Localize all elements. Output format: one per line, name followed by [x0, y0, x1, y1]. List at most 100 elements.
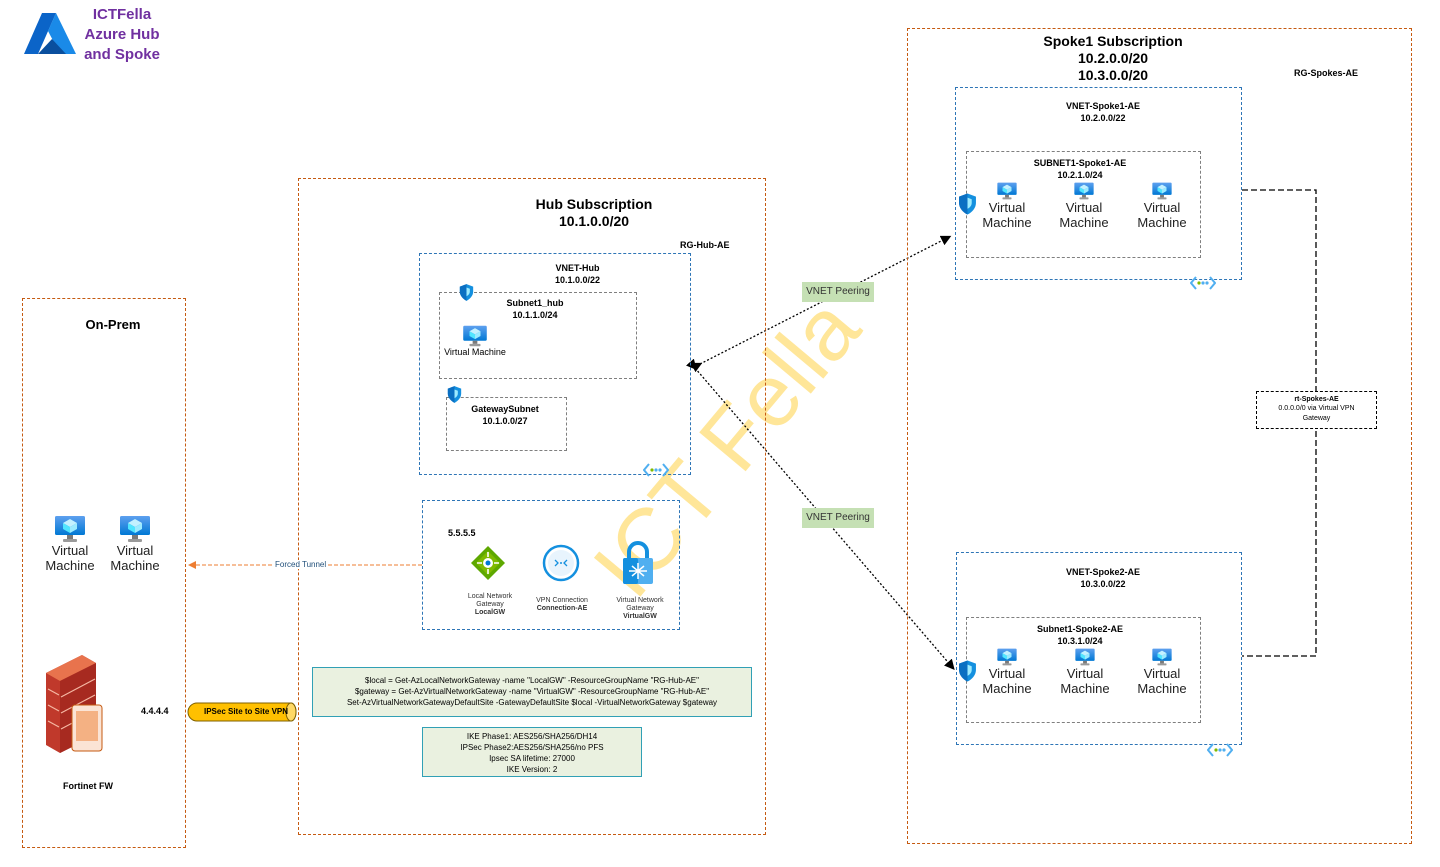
vm-label-line2: Machine [1059, 215, 1109, 230]
logo-title: ICTFella Azure Hub and Spoke [80, 5, 164, 65]
subnet1-hub-label: Subnet1_hub 10.1.1.0/24 [480, 297, 590, 321]
vm-icon [118, 515, 152, 543]
spoke2-vm-3[interactable]: Virtual Machine [1132, 648, 1192, 696]
vm-label: Virtual Machine [110, 543, 160, 573]
spoke-title: Spoke1 Subscription 10.2.0.0/20 10.3.0.0… [1020, 33, 1206, 84]
vpn-conn-line1: VPN Connection [536, 597, 588, 604]
spoke2-vm-1[interactable]: Virtual Machine [977, 648, 1037, 696]
vnet-spoke2-name: VNET-Spoke2-AE [1065, 567, 1141, 577]
spoke1-vm-1[interactable]: Virtual Machine [977, 182, 1037, 230]
local-gw-line2: Gateway [476, 601, 504, 608]
local-network-gateway-icon[interactable] [470, 545, 506, 581]
ike-line-3: Ipsec SA lifetime: 27000 [489, 754, 575, 763]
vnet-spoke1-box [955, 87, 1242, 280]
gateway-subnet-cidr: 10.1.0.0/27 [482, 416, 528, 426]
gateway-subnet-label: GatewaySubnet 10.1.0.0/27 [450, 403, 560, 427]
onprem-vm-1[interactable]: Virtual Machine [40, 515, 100, 573]
vm-label-line2: Machine [1137, 215, 1187, 230]
onprem-vm-2[interactable]: Virtual Machine [105, 515, 165, 573]
vnet-hub-box [419, 253, 691, 475]
subnet1-hub-name: Subnet1_hub [506, 298, 564, 308]
route-table-box: rt-Spokes-AE 0.0.0.0/0 via Virtual VPN G… [1256, 391, 1377, 429]
vm-label-line1: Virtual [1143, 666, 1181, 681]
logo-line-3: and Spoke [84, 46, 160, 63]
vnet-spoke2-box [956, 552, 1242, 745]
ipsec-label: IPSec Site to Site VPN [203, 707, 289, 716]
shield-icon [958, 660, 977, 682]
vm-label-line1: Virtual [1066, 666, 1104, 681]
vm-label-line2: Machine [1137, 681, 1187, 696]
peering-label-spoke2: VNET Peering [802, 508, 874, 528]
vm-label-line2: Machine [982, 215, 1032, 230]
onprem-box [22, 298, 186, 848]
spoke1-vm-3[interactable]: Virtual Machine [1132, 182, 1192, 230]
spoke-subscription-box [907, 28, 1412, 844]
shield-icon [447, 386, 462, 403]
firewall-icon[interactable] [42, 655, 106, 755]
subnet-spoke2-label: Subnet1-Spoke2-AE 10.3.1.0/24 [1020, 623, 1140, 647]
logo-line-1: ICTFella [92, 6, 152, 23]
vnet-gw-line2: Gateway [626, 605, 654, 612]
shield-icon [459, 284, 474, 301]
vm-label-line1: Virtual [988, 200, 1026, 215]
spoke2-vm-2[interactable]: Virtual Machine [1055, 648, 1115, 696]
vm-label-line1: Virtual [1143, 200, 1181, 215]
vm-icon [460, 325, 490, 347]
vm-label-line1: Virtual [1065, 200, 1103, 215]
ps-line-3: Set-AzVirtualNetworkGatewayDefaultSite -… [346, 698, 718, 707]
vpn-connection-label: VPN Connection Connection-AE [527, 597, 597, 613]
gateway-ip: 5.5.5.5 [448, 528, 476, 538]
local-network-gateway-label: Local Network Gateway LocalGW [455, 593, 525, 617]
hub-title-text: Hub Subscription [535, 196, 653, 212]
onprem-title: On-Prem [85, 317, 141, 332]
ps-line-1: $local = Get-AzLocalNetworkGateway -name… [365, 676, 699, 685]
spoke-cidr-2: 10.3.0.0/20 [1077, 67, 1149, 83]
gateway-subnet-box [446, 397, 567, 451]
vnet-icon [643, 463, 669, 477]
gateway-subnet-name: GatewaySubnet [471, 404, 539, 414]
hub-subscription-box [298, 178, 766, 835]
vnet-hub-cidr: 10.1.0.0/22 [554, 275, 601, 285]
vm-label-line2: Machine [1060, 681, 1110, 696]
vpn-conn-name: Connection-AE [536, 605, 588, 612]
ike-line-4: IKE Version: 2 [506, 765, 558, 774]
vm-icon [1069, 182, 1099, 200]
spoke-title-text: Spoke1 Subscription [1043, 33, 1183, 49]
route-title: rt-Spokes-AE [1294, 396, 1339, 403]
firewall-label: Fortinet FW [63, 781, 113, 791]
vnet-gw-line1: Virtual Network [616, 597, 664, 604]
vnet-gateway-label: Virtual Network Gateway VirtualGW [605, 597, 675, 621]
forced-tunnel-label: Forced Tunnel [273, 560, 329, 569]
subnet-spoke1-cidr: 10.2.1.0/24 [1057, 170, 1103, 180]
vm-icon [53, 515, 87, 543]
spoke1-vm-2[interactable]: Virtual Machine [1054, 182, 1114, 230]
subnet1-hub-cidr: 10.1.1.0/24 [512, 310, 558, 320]
vpn-connection-icon[interactable] [542, 544, 580, 582]
route-line-2: Gateway [1302, 415, 1331, 422]
local-gw-line1: Local Network [467, 593, 513, 600]
vnet-icon [1190, 276, 1216, 290]
vnet-spoke1-label: VNET-Spoke1-AE 10.2.0.0/22 [1043, 100, 1163, 124]
vnet-spoke1-name: VNET-Spoke1-AE [1065, 101, 1141, 111]
subnet-spoke2-cidr: 10.3.1.0/24 [1057, 636, 1103, 646]
hub-vm-label: Virtual Machine [444, 347, 506, 357]
vnet-hub-label: VNET-Hub 10.1.0.0/22 [520, 262, 635, 286]
vm-icon [1070, 648, 1100, 666]
vm-label: Virtual Machine [45, 543, 95, 573]
hub-cidr: 10.1.0.0/20 [558, 213, 630, 229]
vm-label-line2: Machine [982, 681, 1032, 696]
spoke-cidr-1: 10.2.0.0/20 [1077, 50, 1149, 66]
hub-title: Hub Subscription 10.1.0.0/20 [494, 196, 694, 230]
vnet-icon [1207, 743, 1233, 757]
vm-icon [992, 648, 1022, 666]
ike-line-1: IKE Phase1: AES256/SHA256/DH14 [466, 732, 598, 741]
vm-icon [1147, 648, 1177, 666]
lock-icon[interactable] [621, 541, 655, 585]
hub-vm[interactable]: Virtual Machine [440, 325, 510, 357]
ike-note: IKE Phase1: AES256/SHA256/DH14 IPSec Pha… [422, 727, 642, 777]
subnet1-hub-box [439, 292, 637, 379]
spoke-rg: RG-Spokes-AE [1294, 68, 1359, 78]
subnet-spoke1-name: SUBNET1-Spoke1-AE [1033, 158, 1127, 168]
vnet-spoke2-label: VNET-Spoke2-AE 10.3.0.0/22 [1043, 566, 1163, 590]
shield-icon [958, 193, 977, 215]
